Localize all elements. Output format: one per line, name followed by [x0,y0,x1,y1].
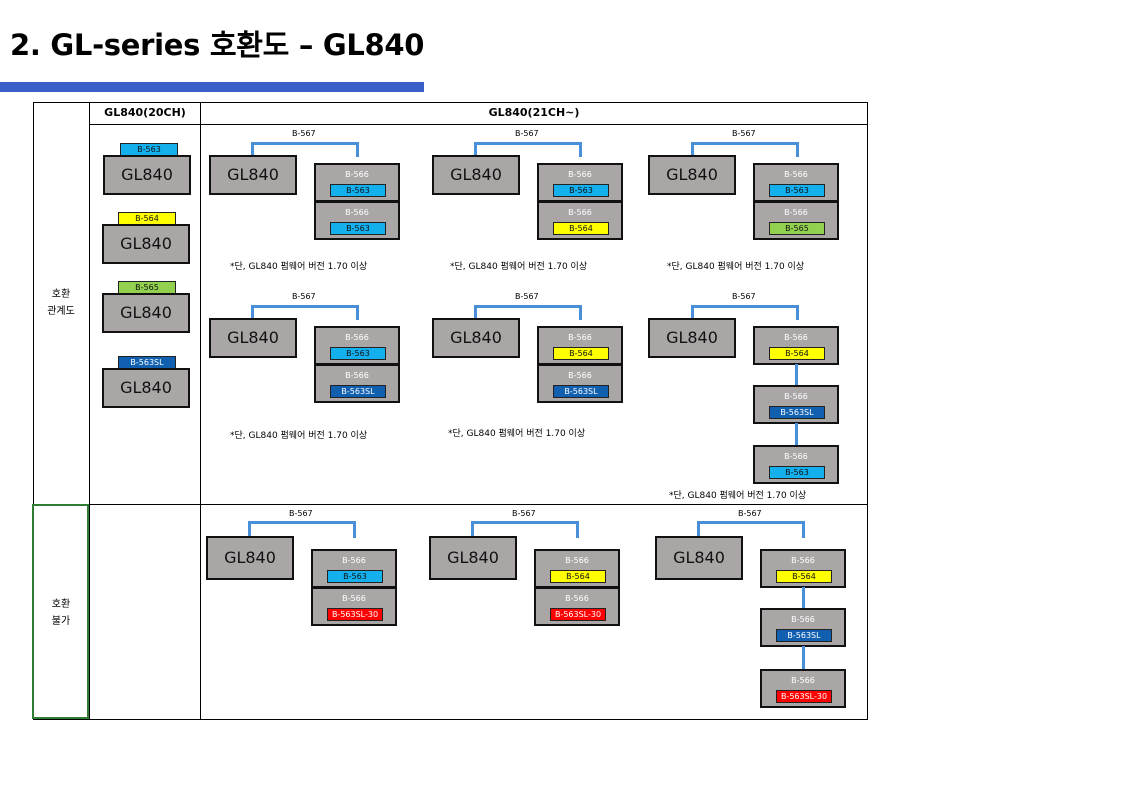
table-divider [33,504,868,505]
cable-label: B-567 [292,292,316,301]
table-divider [200,102,201,720]
row-label-compatible: 호환 관계도 [47,289,75,317]
module-link [795,364,798,386]
firmware-note: *단, GL840 펌웨어 버전 1.70 이상 [230,431,368,441]
module-tag: B-564 [776,570,832,583]
module-tag: B-563SL [776,629,832,642]
module-tag: B-563 [330,347,386,360]
module-tag: B-563 [327,570,383,583]
module-tag: B-563 [769,466,825,479]
row-label-incompatible: 호환 불가 [51,599,71,627]
module-tag: B-563SL [330,385,386,398]
gl840-unit: GL840 [648,318,736,358]
module-tag: B-563 [330,222,386,235]
module-tag: B-565 [769,222,825,235]
module-link [795,423,798,446]
module-tag: B-563SL-30 [550,608,606,621]
module-tag: B-563SL [553,385,609,398]
cable-label: B-567 [738,509,762,518]
cable-label: B-567 [512,509,536,518]
gl840-unit: GL840 [648,155,736,195]
selected-cell [32,504,89,719]
header-gl840-21ch: GL840(21CH~) [488,106,580,119]
cable-label: B-567 [292,129,316,138]
table-divider [89,102,90,720]
module-link [802,587,805,609]
gl840-unit: GL840 [206,536,294,580]
cable-label: B-567 [289,509,313,518]
module-tag: B-563SL-30 [327,608,383,621]
module-tag: B-564 [550,570,606,583]
cable-label: B-567 [732,292,756,301]
b567-cable [251,305,359,320]
module-tag: B-563 [330,184,386,197]
b567-cable [691,142,799,157]
module-tag: B-563SL-30 [776,690,832,703]
firmware-note: *단, GL840 펌웨어 버전 1.70 이상 [448,429,586,439]
gl840-unit: GL840 [429,536,517,580]
b567-cable [471,521,579,538]
b567-cable [248,521,356,538]
module-tag: B-564 [553,222,609,235]
title-underline [0,82,424,92]
page-title: 2. GL-series 호환도 – GL840 [10,28,425,62]
b567-cable [474,142,582,157]
gl840-unit: GL840 [102,368,190,408]
b567-cable [697,521,805,538]
gl840-unit: GL840 [655,536,743,580]
gl840-unit: GL840 [209,155,297,195]
module-tag: B-563 [769,184,825,197]
gl840-unit: GL840 [103,155,191,195]
module-link [802,646,805,670]
module-tag: B-563SL [769,406,825,419]
cable-label: B-567 [515,129,539,138]
module-tag: B-564 [769,347,825,360]
module-tag: B-564 [553,347,609,360]
header-gl840-20ch: GL840(20CH) [104,106,186,119]
module-tag: B-563 [553,184,609,197]
firmware-note: *단, GL840 펌웨어 버전 1.70 이상 [450,262,588,272]
gl840-unit: GL840 [209,318,297,358]
gl840-unit: GL840 [102,293,190,333]
cable-label: B-567 [732,129,756,138]
firmware-note: *단, GL840 펌웨어 버전 1.70 이상 [669,491,807,501]
gl840-unit: GL840 [102,224,190,264]
firmware-note: *단, GL840 펌웨어 버전 1.70 이상 [667,262,805,272]
b567-cable [691,305,799,320]
gl840-unit: GL840 [432,318,520,358]
b567-cable [251,142,359,157]
cable-label: B-567 [515,292,539,301]
b567-cable [474,305,582,320]
gl840-unit: GL840 [432,155,520,195]
firmware-note: *단, GL840 펌웨어 버전 1.70 이상 [230,262,368,272]
table-divider [89,124,868,125]
compatibility-table [33,102,868,720]
